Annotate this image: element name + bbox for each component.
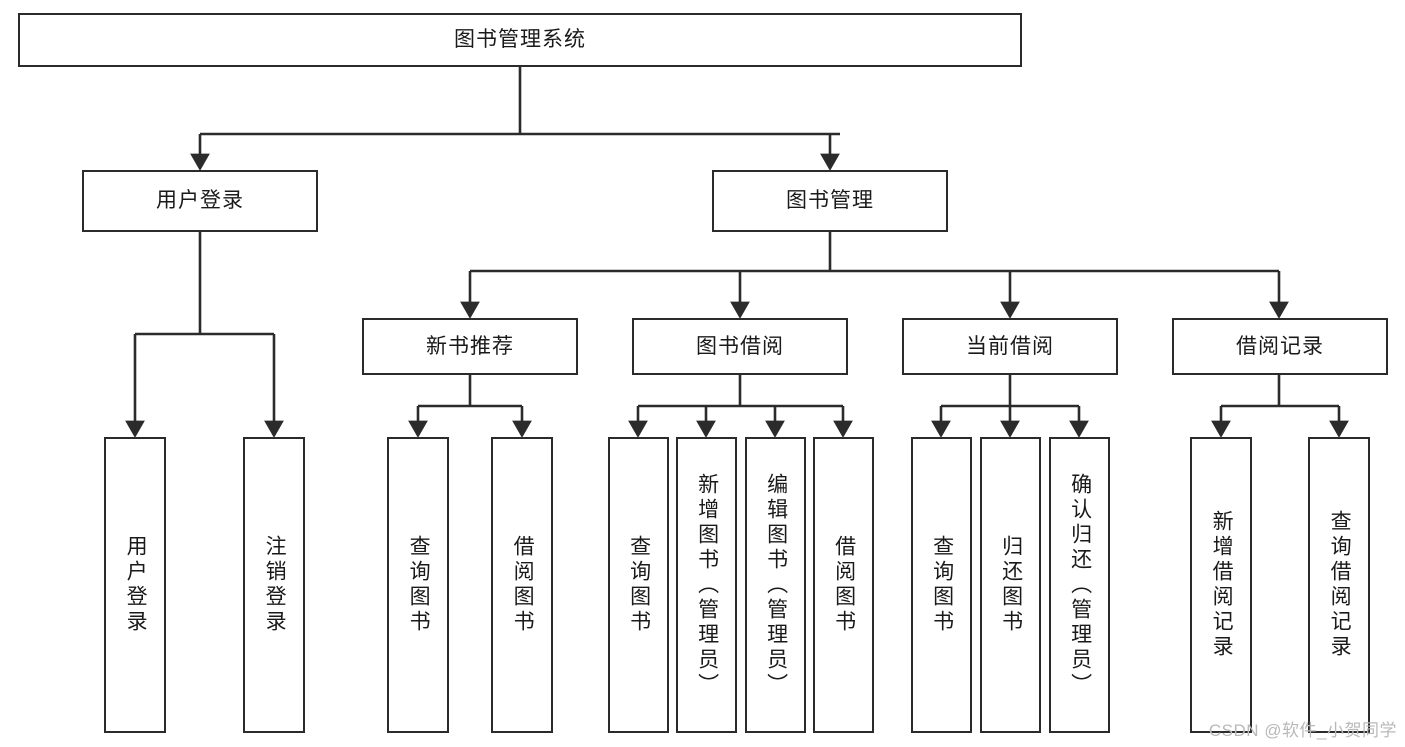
leaf-label: 借阅图书 xyxy=(832,535,856,635)
leaf-current-borrow-0[interactable]: 查询图书 xyxy=(911,437,972,733)
node-root-label: 图书管理系统 xyxy=(454,28,586,52)
leaf-new-book-0[interactable]: 查询图书 xyxy=(387,437,449,733)
node-book-borrow-label: 图书借阅 xyxy=(696,334,784,358)
leaf-label: 注销登录 xyxy=(263,535,287,635)
leaf-user-login-1[interactable]: 注销登录 xyxy=(243,437,305,733)
node-book-management-label: 图书管理 xyxy=(786,189,874,213)
leaf-label: 查询图书 xyxy=(407,535,431,635)
leaf-label: 归还图书 xyxy=(999,535,1023,635)
leaf-borrow-record-0[interactable]: 新增借阅记录 xyxy=(1190,437,1252,733)
leaf-label: 编辑图书（管理员） xyxy=(764,472,788,698)
leaf-label: 新增借阅记录 xyxy=(1210,510,1234,660)
node-user-login-label: 用户登录 xyxy=(156,189,244,213)
node-current-borrow[interactable]: 当前借阅 xyxy=(902,318,1118,375)
leaf-label: 查询图书 xyxy=(930,535,954,635)
leaf-label: 用户登录 xyxy=(124,535,148,635)
leaf-book-borrow-1[interactable]: 新增图书（管理员） xyxy=(676,437,737,733)
leaf-book-borrow-2[interactable]: 编辑图书（管理员） xyxy=(745,437,806,733)
node-borrow-record-label: 借阅记录 xyxy=(1236,334,1324,358)
node-root[interactable]: 图书管理系统 xyxy=(18,13,1022,67)
node-new-book-recommend-label: 新书推荐 xyxy=(426,334,514,358)
leaf-label: 确认归还（管理员） xyxy=(1068,472,1092,698)
leaf-current-borrow-2[interactable]: 确认归还（管理员） xyxy=(1049,437,1110,733)
node-borrow-record[interactable]: 借阅记录 xyxy=(1172,318,1388,375)
leaf-label: 借阅图书 xyxy=(511,535,535,635)
leaf-new-book-1[interactable]: 借阅图书 xyxy=(491,437,553,733)
leaf-label: 查询借阅记录 xyxy=(1328,510,1352,660)
node-user-login[interactable]: 用户登录 xyxy=(82,170,318,232)
node-book-borrow[interactable]: 图书借阅 xyxy=(632,318,848,375)
node-current-borrow-label: 当前借阅 xyxy=(966,334,1054,358)
leaf-current-borrow-1[interactable]: 归还图书 xyxy=(980,437,1041,733)
leaf-label: 查询图书 xyxy=(627,535,651,635)
leaf-borrow-record-1[interactable]: 查询借阅记录 xyxy=(1308,437,1370,733)
node-book-management[interactable]: 图书管理 xyxy=(712,170,948,232)
leaf-user-login-0[interactable]: 用户登录 xyxy=(104,437,166,733)
leaf-label: 新增图书（管理员） xyxy=(695,472,719,698)
leaf-book-borrow-0[interactable]: 查询图书 xyxy=(608,437,669,733)
leaf-book-borrow-3[interactable]: 借阅图书 xyxy=(813,437,874,733)
node-new-book-recommend[interactable]: 新书推荐 xyxy=(362,318,578,375)
